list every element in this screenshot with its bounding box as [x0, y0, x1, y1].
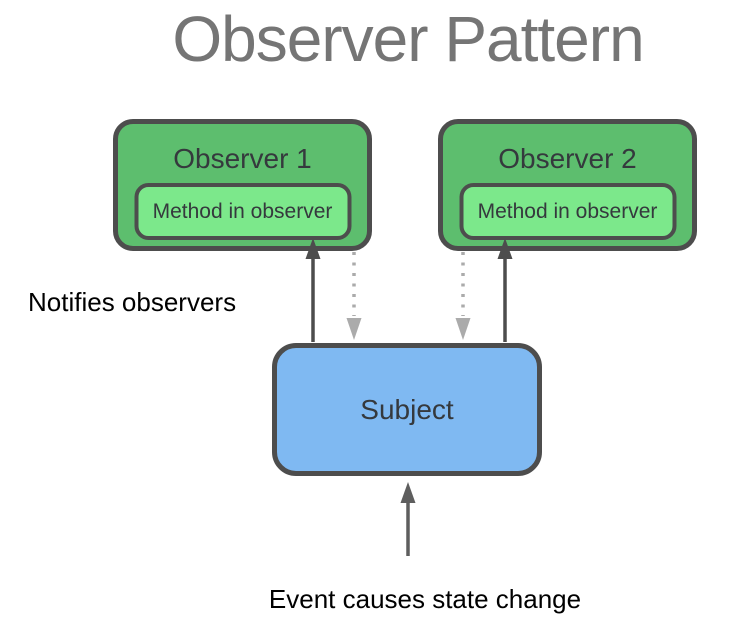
notify-arrow-observer-2	[497, 238, 513, 342]
notifies-observers-caption: Notifies observers	[28, 287, 237, 317]
observer-2-method-box: Method in observer	[459, 183, 676, 240]
diagram-title: Observer Pattern	[172, 3, 644, 75]
notify-arrow-observer-1	[305, 238, 321, 342]
observer-1-method-box: Method in observer	[134, 183, 351, 240]
subject-node: Subject	[272, 343, 542, 476]
observer-1-label: Observer 1	[173, 143, 312, 174]
observer-2-node: Observer 2 Method in observer	[438, 119, 697, 251]
observer-1-node: Observer 1 Method in observer	[113, 119, 372, 251]
observer-1-method-label: Method in observer	[152, 199, 333, 223]
subject-label: Subject	[360, 393, 454, 425]
observe-arrow-observer-1	[346, 252, 362, 340]
event-state-change-caption: Event causes state change	[268, 584, 582, 614]
event-arrow	[400, 482, 416, 556]
observer-2-label: Observer 2	[498, 143, 637, 174]
observer-2-method-label: Method in observer	[477, 199, 658, 223]
observe-arrow-observer-2	[455, 252, 471, 340]
